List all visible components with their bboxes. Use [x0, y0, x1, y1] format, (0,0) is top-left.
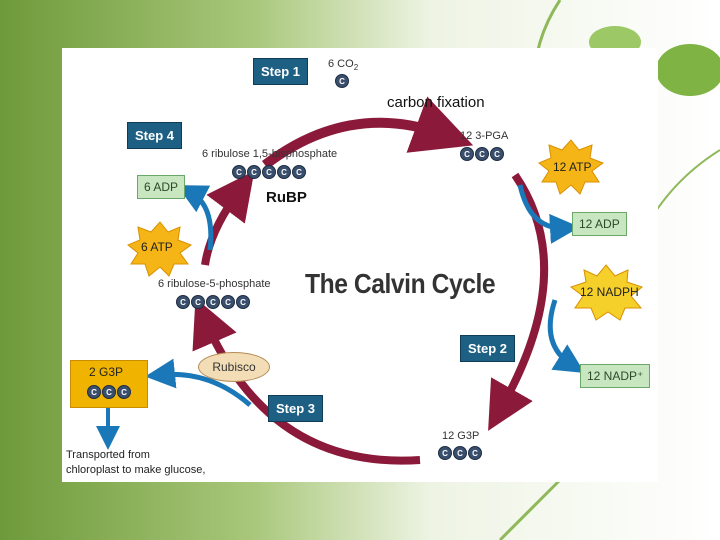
- atp-12-label: 12 ATP: [553, 160, 592, 174]
- arrow-atp-adp-6: [176, 185, 214, 251]
- carbon-atom: C: [247, 165, 261, 179]
- arrow-g3p-out: [145, 358, 252, 407]
- arrow-pga-to-g3p: [488, 172, 549, 431]
- step-1-box: Step 1: [253, 58, 309, 85]
- ru5p-carbons: C C C C C: [176, 295, 250, 309]
- g3p-2-box: 2 G3P C C C: [70, 360, 148, 408]
- adp-12-box: 12 ADP: [572, 212, 627, 236]
- co2-carbon: C: [335, 74, 349, 88]
- pga-carbons: C C C: [460, 147, 504, 161]
- rubisco-enzyme: Rubisco: [198, 352, 270, 382]
- g3p-12-carbons: C C C: [438, 446, 482, 460]
- carbon-atom: C: [87, 385, 101, 399]
- carbon-atom: C: [277, 165, 291, 179]
- nadp-12-box: 12 NADP⁺: [580, 364, 651, 388]
- starburst-6-atp: [127, 221, 193, 277]
- leaf-decoration: [656, 44, 720, 96]
- ru5p-label: 6 ribulose-5-phosphate: [158, 278, 271, 290]
- co2-label: 6 CO2: [328, 58, 359, 73]
- carbon-atom: C: [221, 295, 235, 309]
- carbon-atom: C: [460, 147, 474, 161]
- g3p-2-carbons: C C C: [87, 385, 131, 399]
- step-2-box: Step 2: [460, 335, 516, 362]
- carbon-atom: C: [206, 295, 220, 309]
- carbon-atom: C: [232, 165, 246, 179]
- arrow-g3p-to-ru5p: [192, 297, 421, 465]
- nadph-12-label: 12 NADPH: [580, 285, 639, 299]
- rubp-carbons: C C C C C: [232, 165, 306, 179]
- carbon-atom: C: [191, 295, 205, 309]
- arrow-atp-adp-12: [517, 184, 580, 244]
- carbon-atom: C: [438, 446, 452, 460]
- transport-note: Transported from chloroplast to make glu…: [66, 448, 205, 478]
- diagram-title: The Calvin Cycle: [305, 268, 496, 299]
- carbon-atom: C: [176, 295, 190, 309]
- atp-6-label: 6 ATP: [141, 240, 173, 254]
- carbon-atom: C: [468, 446, 482, 460]
- carbon-fixation-label: carbon fixation: [387, 94, 485, 111]
- starburst-12-atp: [538, 139, 605, 195]
- carbon-atom: C: [236, 295, 250, 309]
- carbon-atom: C: [262, 165, 276, 179]
- carbon-atom: C: [453, 446, 467, 460]
- pga-label: 12 3-PGA: [460, 130, 509, 142]
- carbon-atom: C: [117, 385, 131, 399]
- carbon-atom: C: [335, 74, 349, 88]
- starburst-12-nadph: [569, 264, 644, 321]
- arrow-ru5p-to-rubp: [201, 170, 255, 266]
- g3p-2-label: 2 G3P: [89, 365, 124, 379]
- carbon-atom: C: [292, 165, 306, 179]
- carbon-atom: C: [102, 385, 116, 399]
- arrow-nadph-nadp: [547, 299, 585, 373]
- step-4-box: Step 4: [127, 122, 183, 149]
- transport-line-1: Transported from: [66, 449, 150, 461]
- arrow-fixation: [261, 96, 474, 169]
- adp-6-box: 6 ADP: [137, 175, 186, 199]
- rubp-label: 6 ribulose 1,5-bisphosphate: [202, 148, 338, 160]
- transport-line-2: chloroplast to make glucose,: [66, 464, 206, 476]
- step-3-box: Step 3: [268, 395, 324, 422]
- carbon-atom: C: [475, 147, 489, 161]
- rubp-name: RuBP: [266, 189, 307, 206]
- g3p-12-label: 12 G3P: [442, 430, 480, 442]
- carbon-atom: C: [490, 147, 504, 161]
